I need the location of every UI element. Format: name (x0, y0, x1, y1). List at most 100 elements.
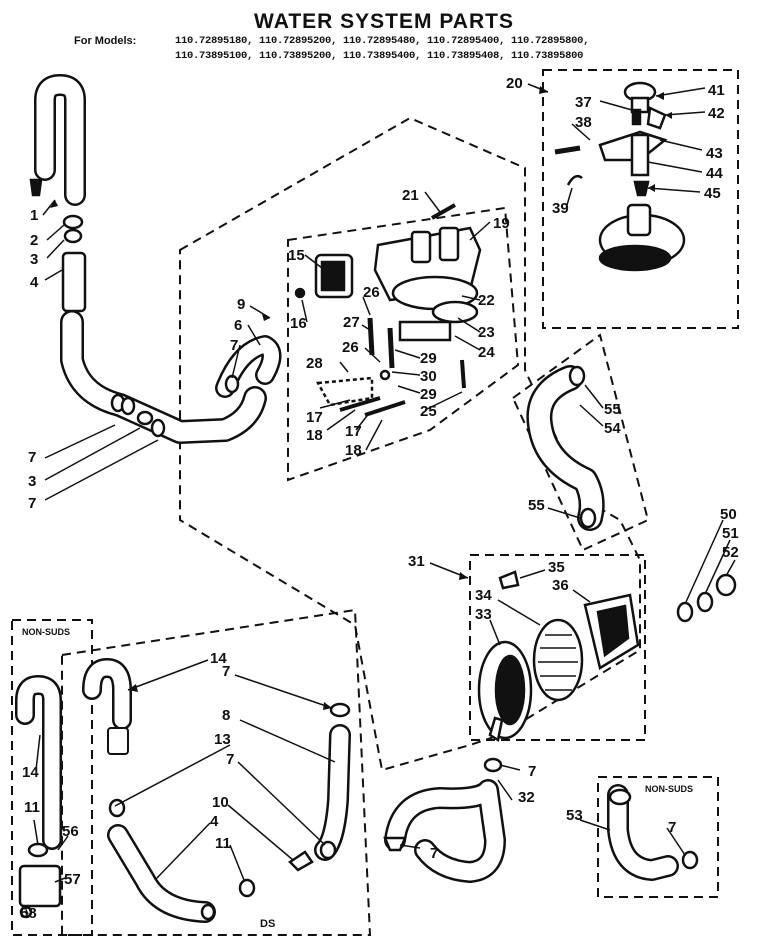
models-list-line-2: 110.73895100, 110.73895200, 110.73895400… (175, 50, 584, 62)
callout-15: 15 (288, 247, 305, 264)
hoses (15, 74, 679, 923)
callout-29-b: 29 (420, 386, 437, 403)
callout-56: 56 (62, 823, 79, 840)
screw-30 (379, 369, 391, 381)
outline-hose-group (511, 333, 650, 552)
callout-8: 8 (222, 707, 230, 724)
callout-7-g: 7 (528, 763, 536, 780)
non-suds-label-right: NON-SUDS (645, 784, 694, 794)
callout-42: 42 (708, 105, 725, 122)
callout-4: 4 (30, 274, 39, 291)
callout-29-a: 29 (420, 350, 437, 367)
callout-2: 2 (30, 232, 38, 249)
models-list-line-1: 110.72895180, 110.72895200, 110.72895480… (175, 35, 590, 47)
connector-7-bottom (383, 836, 407, 852)
callout-25: 25 (420, 403, 437, 420)
hose-8 (314, 724, 351, 861)
models-label: For Models: (74, 35, 137, 47)
non-suds-label-left: NON-SUDS (22, 627, 71, 637)
callout-41: 41 (708, 82, 725, 99)
callout-19: 19 (493, 215, 510, 232)
callout-7-d: 7 (222, 663, 230, 680)
pump-stem-44 (630, 133, 650, 177)
water-valve-assembly (294, 203, 482, 417)
callout-7-f: 7 (430, 845, 438, 862)
callout-50: 50 (720, 506, 737, 523)
callout-18-a: 18 (306, 427, 323, 444)
fitting-45 (633, 180, 650, 197)
callout-23: 23 (478, 324, 495, 341)
clamp-part-3 (63, 228, 83, 244)
callout-55-b: 55 (528, 497, 545, 514)
arrowheads (50, 86, 672, 710)
connector-10 (288, 850, 314, 872)
terminal-27 (367, 317, 375, 356)
callout-39: 39 (552, 200, 569, 217)
fitting-58 (19, 905, 33, 919)
clamp-7-mid (319, 840, 337, 860)
callout-3-b: 3 (28, 473, 36, 490)
screw-25 (460, 359, 466, 389)
callout-38: 38 (575, 114, 592, 131)
callout-43: 43 (706, 145, 723, 162)
pin-37 (631, 108, 642, 126)
hose-4-upper (61, 251, 87, 313)
callout-57: 57 (64, 871, 81, 888)
filter-screen-34 (532, 618, 584, 702)
gasket-35 (498, 570, 520, 590)
valve-inlet-left (410, 230, 432, 264)
callout-37: 37 (575, 94, 592, 111)
callout-numbers: 1 2 3 4 6 7 9 16 7 3 7 15 21 19 26 27 26… (20, 75, 739, 922)
pump-base (598, 244, 672, 272)
clamp-53-end (681, 850, 699, 870)
callout-18-b: 18 (345, 442, 362, 459)
callout-28: 28 (306, 355, 323, 372)
washer-50 (676, 601, 694, 623)
diagram-code: DS (260, 918, 276, 930)
filter-outlet-tube (488, 716, 504, 743)
pump-assembly (554, 81, 686, 272)
callout-6: 6 (234, 317, 242, 334)
leader-lines (25, 83, 736, 915)
callout-33: 33 (475, 606, 492, 623)
callout-27: 27 (343, 314, 360, 331)
valve-outlet-23 (431, 300, 479, 324)
filter-screen-mesh (538, 634, 578, 691)
clamp-7c (150, 418, 166, 438)
clip-42 (646, 106, 667, 130)
terminal-29 (387, 327, 395, 369)
callout-9: 9 (237, 296, 245, 313)
outline-pump-assembly (542, 69, 739, 329)
callout-32: 32 (518, 789, 535, 806)
callout-58: 58 (20, 905, 37, 922)
clamp-13 (108, 798, 126, 818)
callout-26-a: 26 (363, 284, 380, 301)
callout-14-b: 14 (22, 764, 39, 781)
screw-21 (431, 203, 456, 220)
hose-14 (82, 658, 132, 755)
outline-lower-hoses (61, 608, 372, 936)
clamp-7b (120, 396, 136, 416)
clamp-part-2 (62, 214, 84, 230)
callout-22: 22 (478, 292, 495, 309)
nut-52 (715, 573, 737, 597)
callout-10: 10 (212, 794, 229, 811)
bracket-28 (315, 376, 374, 407)
small-parts (18, 178, 737, 921)
clamp-part-1 (29, 178, 43, 197)
callout-34: 34 (475, 587, 492, 604)
callout-7-b: 7 (28, 449, 36, 466)
connector-3 (136, 410, 154, 426)
clamp-7-right (483, 757, 503, 773)
hose-4-lower (107, 824, 216, 923)
clamp-7-upper (329, 702, 351, 718)
nut-16 (294, 287, 306, 299)
callout-52: 52 (722, 544, 739, 561)
callout-11: 11 (215, 835, 231, 852)
washer-51 (696, 591, 714, 613)
callout-3: 3 (30, 251, 38, 268)
clamp-11 (238, 878, 256, 898)
hose-32 (384, 779, 506, 883)
clamp-11-left (27, 842, 49, 858)
hose-53 (607, 784, 679, 881)
